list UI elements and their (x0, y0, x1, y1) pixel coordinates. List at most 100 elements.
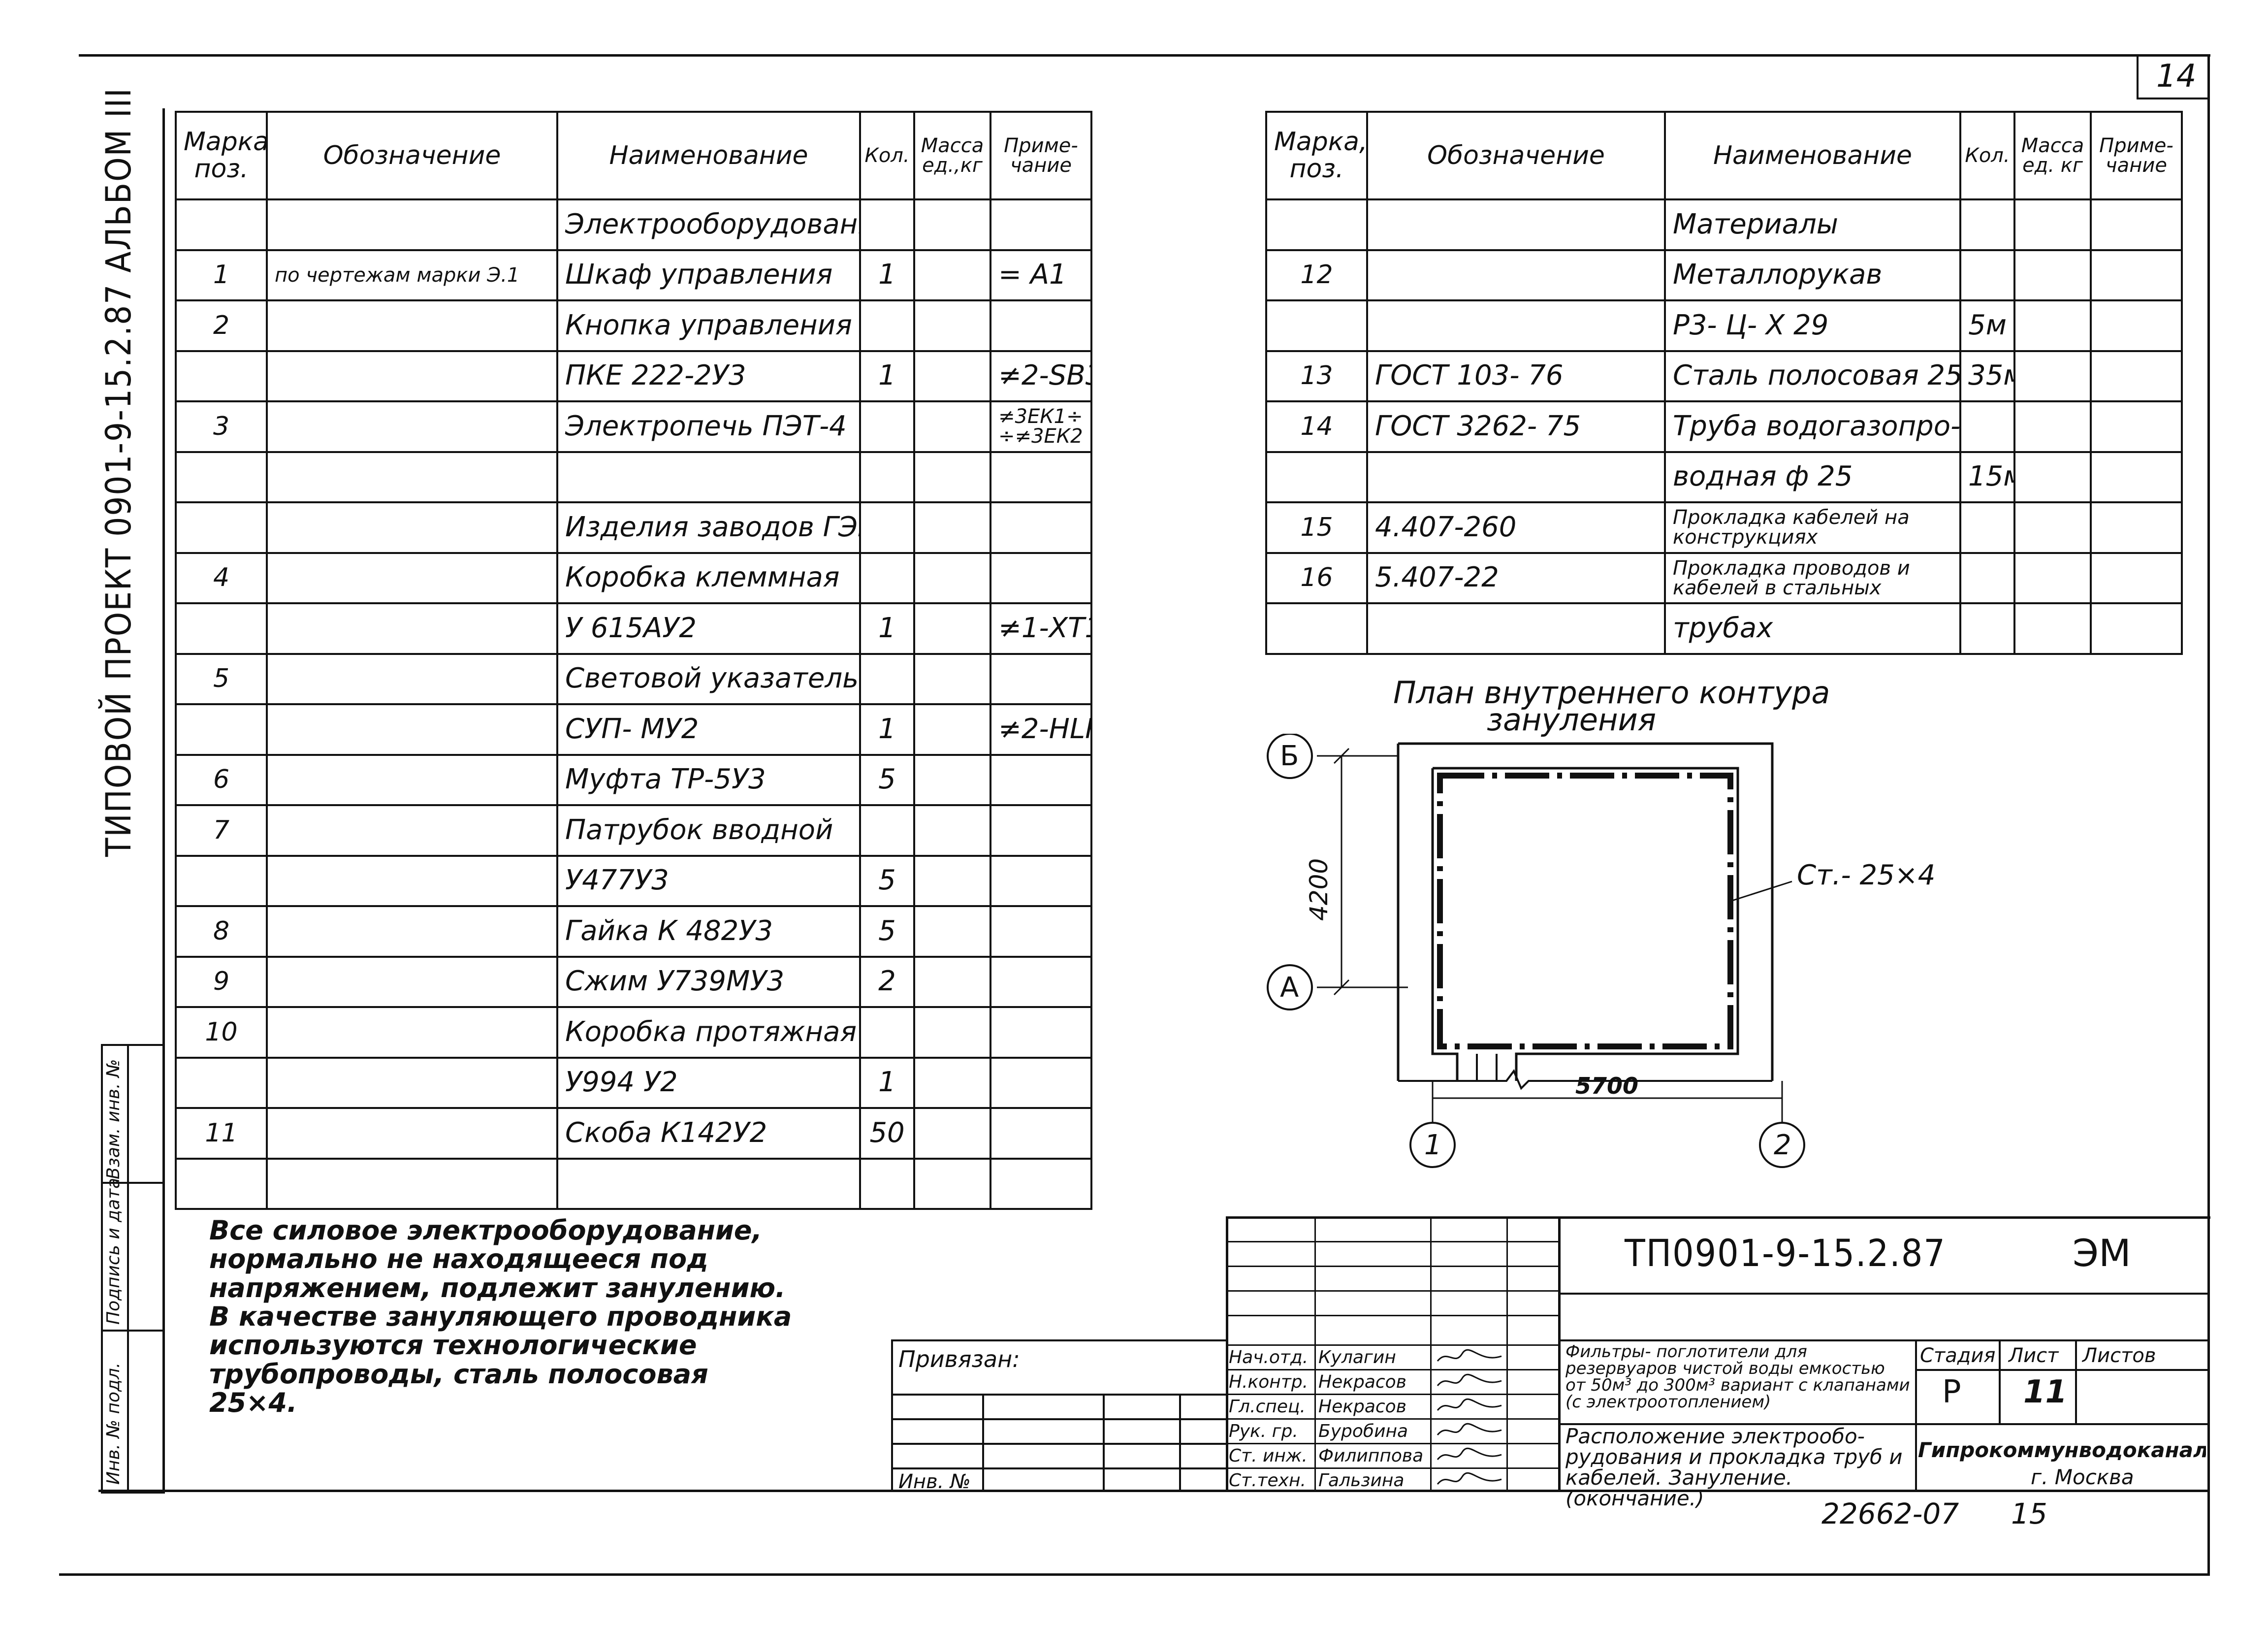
left-cell-r10-c1 (266, 703, 558, 756)
side-title: ТИПОВОЙ ПРОЕКТ 0901-9-15.2.87 АЛЬБОМ III (98, 87, 139, 857)
left-cell-r0-c2: Электрооборудование (556, 198, 861, 251)
privyazan-line2 (891, 1418, 1226, 1420)
left-cell-r0-c1 (266, 198, 558, 251)
left-cell-r8-c5: ≠1-ХТ1 (990, 602, 1092, 655)
right-header-0: Марка, поз. (1265, 111, 1368, 200)
left-cell-r1-c3: 1 (859, 249, 915, 301)
right-cell-r5-c2: водная ф 25 (1664, 451, 1961, 503)
stamp-name-3: Буробина (1318, 1421, 1408, 1441)
axis-2-label: 2 (1774, 1129, 1791, 1161)
left-margin-label-2: Подпись и дата (103, 1177, 124, 1325)
axis-a-label: А (1280, 972, 1299, 1004)
right-cell-r2-c1 (1366, 299, 1666, 352)
left-cell-r16-c5 (990, 1006, 1092, 1059)
left-cell-r18-c2: Скоба К142У2 (556, 1107, 861, 1160)
right-cell-r0-c3 (1959, 198, 2015, 251)
right-cell-r8-c1 (1366, 602, 1666, 655)
dim-horizontal: 5700 (1575, 1073, 1639, 1099)
right-cell-r6-c0: 15 (1265, 501, 1368, 554)
sheet-number-top: 14 (2156, 58, 2197, 95)
left-cell-r4-c3 (859, 400, 915, 453)
signature-3 (1437, 1423, 1502, 1435)
left-cell-r6-c4 (913, 501, 991, 554)
left-cell-r1-c1: по чертежам марки Э.1 (266, 249, 558, 301)
sheet-box-bottom (2137, 98, 2209, 99)
left-cell-r15-c5 (990, 955, 1092, 1008)
left-cell-r12-c5 (990, 804, 1092, 857)
right-cell-r5-c4 (2013, 451, 2092, 503)
right-cell-r4-c5 (2090, 400, 2183, 453)
stamp-role-1: Н.контр. (1229, 1372, 1309, 1392)
signature-2 (1437, 1398, 1502, 1411)
plan-leg-left (1476, 1054, 1498, 1081)
privyazan-block (891, 1339, 1228, 1492)
left-cell-r17-c3: 1 (859, 1056, 915, 1109)
stamp-v-stage2 (2075, 1339, 2077, 1423)
left-header-4: Масса ед.,кг (913, 111, 991, 200)
plan-conductor-loop (1437, 773, 1733, 1049)
dim-vertical: 4200 (1305, 858, 1333, 921)
right-cell-r1-c3 (1959, 249, 2015, 301)
left-cell-r15-c1 (266, 955, 558, 1008)
axis-a-circle (1267, 964, 1313, 1010)
table-row: водная ф 2515м (1265, 451, 2183, 503)
left-cell-r7-c4 (913, 552, 991, 604)
left-cell-r4-c0: 3 (175, 400, 268, 453)
note-line-6: трубопроводы, сталь полосовая (209, 1358, 708, 1390)
right-cell-r4-c2: Труба водогазопро- (1664, 400, 1961, 453)
right-cell-r6-c2: Прокладка кабелей на конструкциях (1664, 501, 1961, 554)
left-cell-r6-c1 (266, 501, 558, 554)
right-cell-r8-c2: трубах (1664, 602, 1961, 655)
stamp-grid-h4 (1226, 1315, 1558, 1316)
axis-2-circle (1759, 1122, 1805, 1168)
left-cell-r10-c0 (175, 703, 268, 756)
left-cell-r15-c3: 2 (859, 955, 915, 1008)
left-cell-r9-c1 (266, 652, 558, 705)
left-cell-r7-c0: 4 (175, 552, 268, 604)
left-margin-box (101, 1044, 165, 1494)
left-margin-sep2 (101, 1330, 163, 1332)
note-line-5: используются технологические (209, 1330, 697, 1361)
right-cell-r0-c1 (1366, 198, 1666, 251)
right-cell-r3-c1: ГОСТ 103- 76 (1366, 350, 1666, 402)
plan-outer-contour (1397, 742, 1774, 1081)
left-cell-r18-c5 (990, 1107, 1092, 1160)
right-cell-r3-c4 (2013, 350, 2092, 402)
privyazan-v3 (1179, 1394, 1181, 1490)
left-cell-r15-c2: Сжим У739МУ3 (556, 955, 861, 1008)
left-cell-r5-c5 (990, 451, 1092, 503)
left-cell-r13-c5 (990, 854, 1092, 907)
right-cell-r0-c2: Материалы (1664, 198, 1961, 251)
stamp-h1 (1558, 1293, 2208, 1295)
bottom-number: 22662-07 (1821, 1497, 1959, 1530)
left-cell-r6-c0 (175, 501, 268, 554)
stamp-grid-h9 (1226, 1443, 1558, 1444)
left-header-3: Кол. (859, 111, 915, 200)
stamp-frame (1226, 1216, 2210, 1492)
left-cell-r7-c2: Коробка клеммная (556, 552, 861, 604)
left-cell-r18-c3: 50 (859, 1107, 915, 1160)
left-cell-r3-c0 (175, 350, 268, 402)
table-row (175, 451, 1092, 503)
stamp-role-3: Рук. гр. (1229, 1421, 1298, 1441)
right-cell-r0-c4 (2013, 198, 2092, 251)
stamp-grid-h7 (1226, 1394, 1558, 1395)
left-cell-r9-c0: 5 (175, 652, 268, 705)
left-cell-r10-c4 (913, 703, 991, 756)
right-cell-r5-c3: 15м (1959, 451, 2015, 503)
table-row: трубах (1265, 602, 2183, 655)
plan-bottom-line (1398, 1069, 1772, 1090)
left-cell-r13-c1 (266, 854, 558, 907)
left-cell-r13-c0 (175, 854, 268, 907)
table-row: 4 Коробка клеммная (175, 552, 1092, 604)
left-cell-r18-c0: 11 (175, 1107, 268, 1160)
stamp-sheets-label: Листов (2082, 1344, 2156, 1367)
right-cell-r2-c2: Р3- Ц- Х 29 (1664, 299, 1961, 352)
signature-0 (1437, 1349, 1502, 1362)
left-cell-r19-c3 (859, 1157, 915, 1210)
left-header-0: Марка поз. (175, 111, 268, 200)
